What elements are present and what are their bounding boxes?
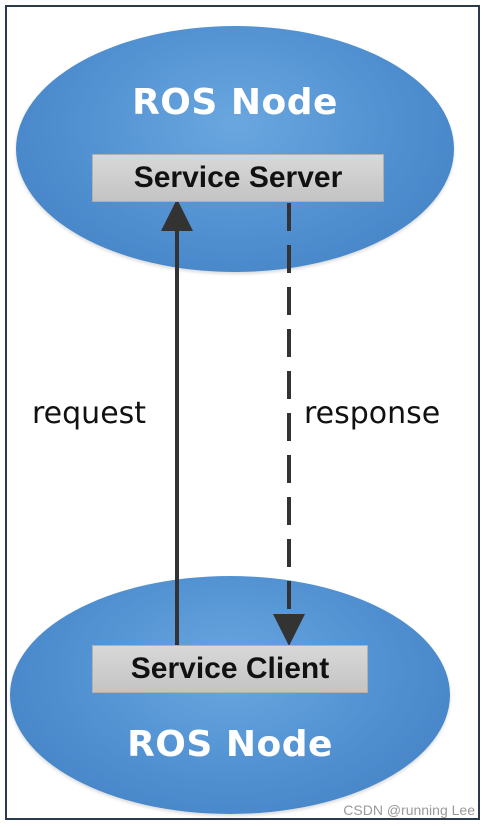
top-ros-node: ROS Node: [16, 26, 454, 272]
watermark-text: CSDN @running Lee: [343, 802, 475, 818]
service-server-box: Service Server: [92, 154, 384, 202]
top-node-title: ROS Node: [132, 82, 338, 123]
bottom-ros-node: ROS Node: [10, 576, 450, 814]
request-label: request: [30, 396, 149, 431]
service-client-box: Service Client: [92, 645, 368, 693]
response-label: response: [302, 396, 443, 431]
bottom-node-title: ROS Node: [127, 724, 333, 765]
